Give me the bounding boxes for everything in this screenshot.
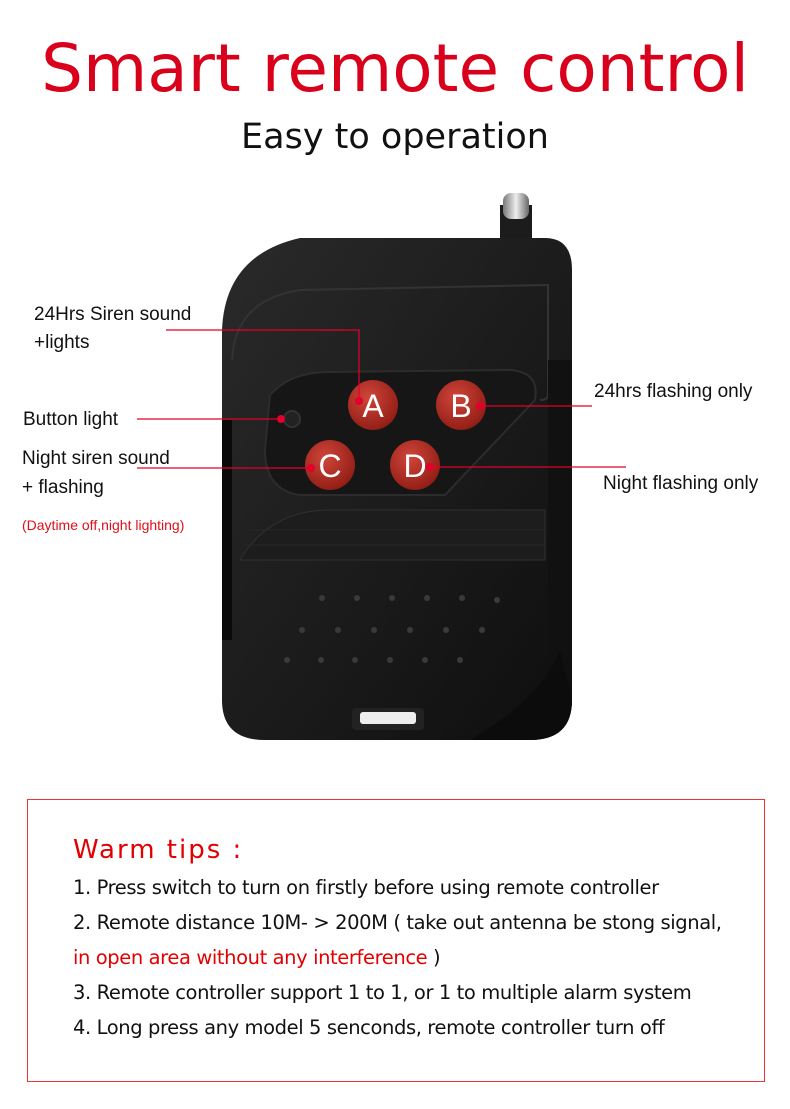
- remote-control-image: A B C D: [137, 193, 626, 740]
- page-subtitle: Easy to operation: [241, 117, 549, 157]
- annotation-a-line2: +lights: [34, 332, 90, 353]
- annotation-d: Night flashing only: [603, 473, 759, 494]
- tip-item-1: 1. Press switch to turn on firstly befor…: [73, 876, 659, 899]
- button-b-label: B: [450, 388, 471, 424]
- warm-tips-box: [27, 799, 765, 1082]
- annotation-a-line1: 24Hrs Siren sound: [34, 304, 192, 325]
- button-b[interactable]: [436, 380, 486, 430]
- annotation-c-line2: + flashing: [22, 477, 104, 498]
- button-d[interactable]: [390, 440, 440, 490]
- tip-item-3: 3. Remote controller support 1 to 1, or …: [73, 981, 692, 1004]
- speaker-holes: [284, 595, 500, 663]
- page-title: Smart remote control: [41, 30, 749, 107]
- button-a[interactable]: [348, 380, 398, 430]
- annotation-c-note: (Daytime off,night lighting): [22, 517, 185, 533]
- annotation-button-light: Button light: [23, 409, 119, 430]
- button-light-led: [283, 410, 301, 428]
- button-a-label: A: [362, 388, 384, 424]
- tip-item-2-continued: in open area without any interference ): [73, 946, 441, 969]
- button-d-label: D: [403, 448, 426, 484]
- power-switch: [360, 712, 416, 724]
- tip-item-4: 4. Long press any model 5 senconds, remo…: [73, 1016, 665, 1039]
- button-c-label: C: [318, 448, 341, 484]
- button-c[interactable]: [305, 440, 355, 490]
- annotation-c-line1: Night siren sound: [22, 448, 170, 469]
- annotation-b: 24hrs flashing only: [594, 381, 753, 402]
- tip-item-2-close: ): [427, 946, 441, 969]
- antenna-icon: [500, 193, 532, 245]
- leader-lines: [137, 329, 626, 469]
- tip-item-2: 2. Remote distance 10M- > 200M ( take ou…: [73, 911, 722, 934]
- tip-item-2-highlight: in open area without any interference: [73, 946, 428, 969]
- warm-tips-title: Warm tips :: [73, 835, 244, 865]
